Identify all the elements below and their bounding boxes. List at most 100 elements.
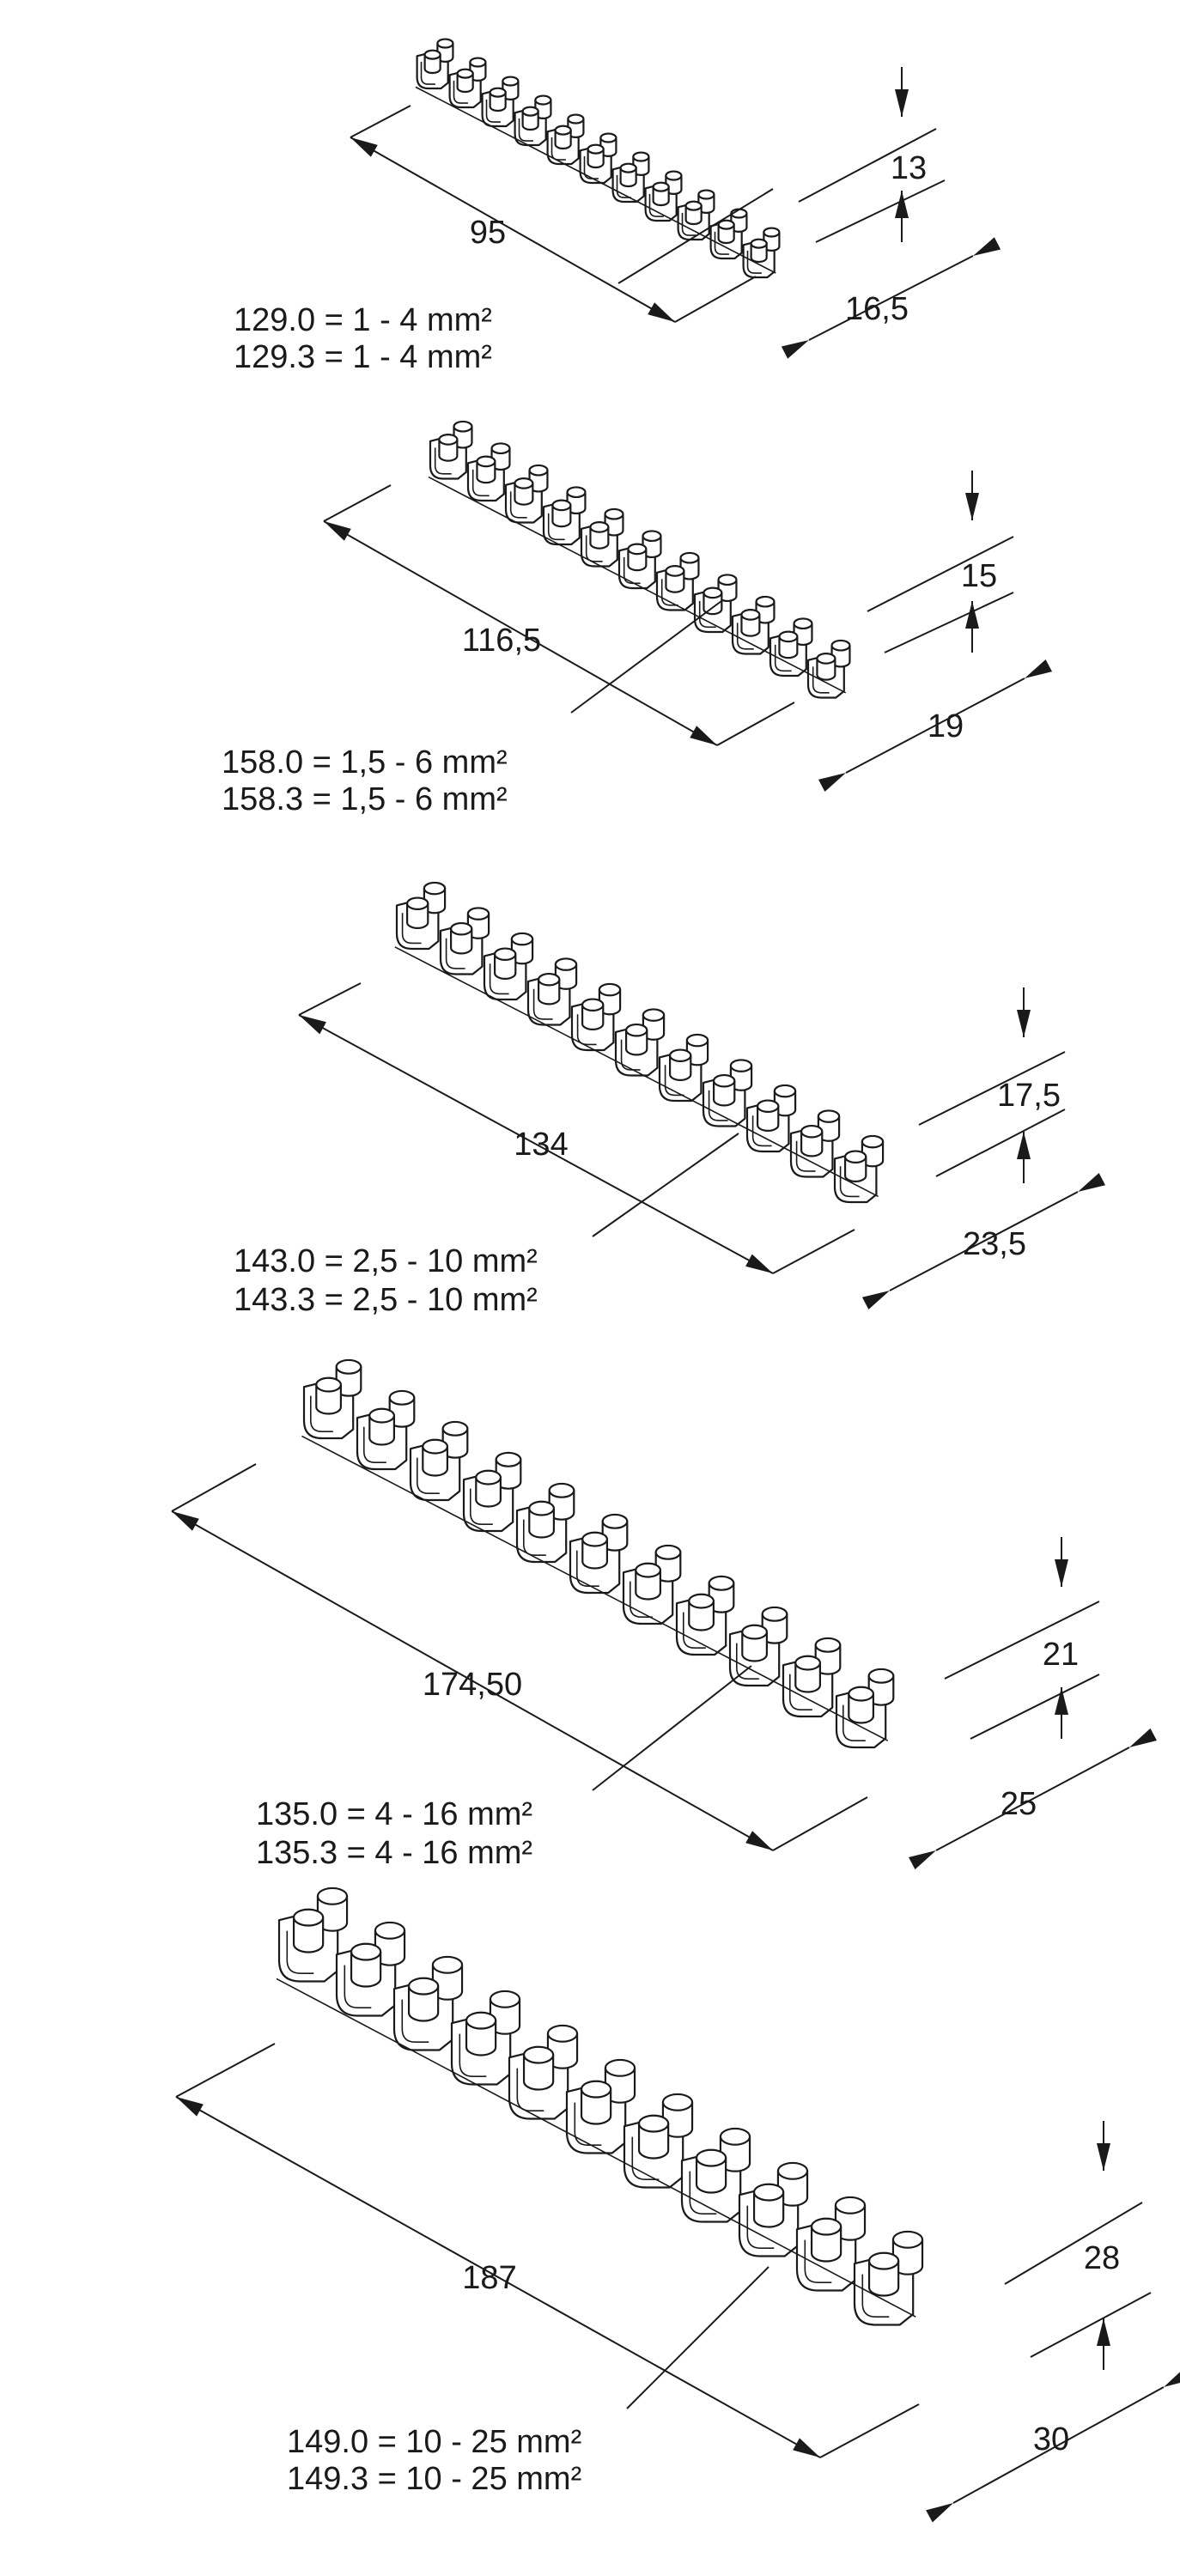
depth-dimension-line: [889, 1191, 1079, 1291]
screw-head-icon: [388, 1389, 416, 1406]
screw-head-icon: [522, 2045, 555, 2064]
clamp-opening: [453, 80, 468, 104]
screw-head-icon: [476, 455, 496, 468]
screw-head-icon: [566, 486, 587, 499]
terminal-clamp: [622, 1544, 682, 1625]
spec-label-149-3: 149.3 = 10 - 25 mm²: [287, 2461, 581, 2497]
terminal-clamp: [611, 151, 650, 204]
terminal-clamp: [565, 2058, 636, 2154]
screw-pillar-front: [703, 592, 723, 616]
arrow-icon: [690, 726, 717, 745]
depth-label-129: 16,5: [845, 291, 909, 327]
screw-head-icon: [793, 617, 813, 630]
screw-pillar-front: [669, 1054, 692, 1081]
length-dimension-line: [298, 1014, 774, 1274]
extension-line: [298, 982, 362, 1016]
screw-pillar-front: [816, 657, 836, 681]
arrow-icon: [176, 2097, 204, 2117]
screw-head-icon: [551, 499, 572, 512]
clamp-opening: [812, 666, 830, 694]
screw-head-icon: [750, 238, 768, 249]
clamp-opening: [509, 491, 527, 519]
terminal-clamp: [439, 907, 490, 975]
screw-head-icon: [502, 76, 520, 87]
terminal-clamp: [416, 38, 454, 90]
screw-head-icon: [661, 2093, 694, 2111]
clamp-opening: [751, 1115, 772, 1147]
screw-head-icon: [755, 595, 776, 608]
screw-head-icon: [466, 907, 490, 920]
screw-head-icon: [697, 189, 715, 200]
terminal-clamp: [481, 76, 520, 128]
arrow-icon: [1097, 2318, 1110, 2346]
arrow-icon: [648, 302, 675, 322]
clamp-opening: [518, 118, 533, 142]
screw-head-icon: [441, 1420, 469, 1437]
clamp-opening: [681, 212, 696, 236]
clamp-opening: [344, 1965, 372, 2008]
screw-head-icon: [587, 143, 605, 155]
screw-head-icon: [717, 219, 735, 230]
screw-head-icon: [627, 543, 648, 556]
spec-label-149-0: 149.0 = 10 - 25 mm²: [287, 2424, 581, 2460]
screw-pillar-front: [315, 1383, 342, 1415]
screw-pillar-front: [695, 2157, 727, 2194]
arrow-icon: [324, 521, 351, 541]
arrow-icon: [745, 1254, 773, 1273]
terminal-clamp: [579, 132, 617, 185]
screw-head-icon: [741, 1624, 768, 1640]
screw-head-icon: [679, 551, 700, 564]
extension-line: [323, 484, 392, 522]
length-dimension-line: [323, 520, 718, 746]
screw-head-icon: [713, 1073, 736, 1088]
screw-head-icon: [436, 38, 454, 49]
terminal-clamp: [483, 932, 534, 1001]
clamp-opening: [630, 1581, 653, 1618]
screw-head-icon: [625, 1023, 648, 1037]
screw-head-icon: [490, 442, 511, 455]
screw-head-icon: [669, 1048, 692, 1062]
depth-label-158: 19: [928, 708, 964, 744]
extension-line: [350, 105, 411, 138]
screw-pillar-front: [688, 1600, 715, 1631]
extension-line: [944, 1601, 1100, 1680]
clamp-opening: [471, 469, 490, 497]
screw-head-icon: [495, 1451, 522, 1467]
terminal-clamp: [742, 227, 781, 279]
terminal-clamp: [789, 1109, 841, 1178]
terminal-clamp: [782, 1637, 842, 1718]
terminal-strip-143: [394, 881, 885, 1204]
clamp-opening: [736, 623, 754, 650]
screw-head-icon: [521, 106, 539, 117]
dimension-lines: [171, 67, 1180, 2523]
screw-head-icon: [316, 1886, 349, 1905]
terminal-clamp: [504, 464, 549, 524]
screw-head-icon: [554, 957, 578, 971]
screw-head-icon: [601, 1513, 629, 1529]
screw-head-icon: [538, 972, 561, 987]
clamp-opening: [470, 1488, 493, 1525]
arrow-icon: [1017, 1132, 1031, 1159]
screw-head-icon: [554, 125, 572, 136]
terminal-clamp: [569, 1513, 629, 1595]
depth-dimension-line: [845, 677, 1025, 774]
terminal-clamp: [835, 1668, 895, 1749]
terminal-clamp: [693, 574, 738, 634]
spec-label-143-0: 143.0 = 2,5 - 10 mm²: [234, 1243, 538, 1279]
screw-pillar-front: [465, 2020, 497, 2057]
dimensions-158: [323, 471, 1053, 793]
clamp-opening: [445, 938, 465, 969]
terminal-clamp: [680, 2127, 751, 2223]
terminal-clamp: [675, 1575, 735, 1656]
extension-line: [716, 702, 795, 746]
clamp-opening: [459, 2033, 487, 2077]
screw-head-icon: [450, 921, 473, 936]
terminal-clamp: [356, 1389, 416, 1471]
depth-dimension-line: [935, 1747, 1130, 1851]
spec-label-143-3: 143.3 = 2,5 - 10 mm²: [234, 1282, 538, 1318]
clamp-opening: [683, 1612, 706, 1649]
terminal-clamp: [833, 1134, 885, 1204]
clamp-opening: [574, 2102, 602, 2146]
terminal-clamp: [806, 639, 851, 699]
base-rail: [394, 946, 879, 1198]
